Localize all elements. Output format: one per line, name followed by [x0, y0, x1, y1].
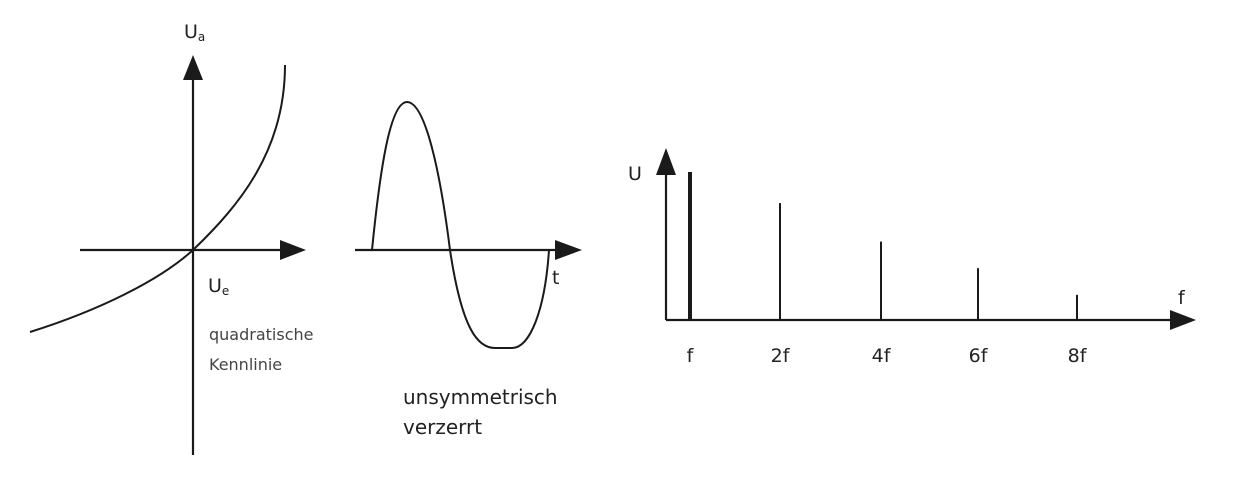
harmonic-label: f [687, 345, 695, 367]
f-axis-arrow [1170, 310, 1196, 330]
u-axis-arrow [656, 148, 676, 175]
wave-caption-line2: verzerrt [403, 415, 482, 439]
waveform-panel: t unsymmetrisch verzerrt [355, 100, 582, 439]
characteristic-panel: Ua Ue quadratische Kennlinie [29, 21, 313, 455]
harmonic-label: 4f [872, 345, 892, 367]
harmonic-label: 6f [969, 345, 989, 367]
caption-line1: quadratische [209, 325, 313, 344]
ua-axis-arrow [183, 55, 203, 80]
ue-label: Ue [208, 275, 229, 298]
ue-axis-arrow [280, 240, 306, 260]
harmonic-label: 8f [1068, 345, 1088, 367]
spectrum-panel: U f f 2f 4f 6f 8f [628, 148, 1196, 367]
f-axis-label: f [1178, 287, 1186, 309]
distorted-wave [371, 100, 550, 349]
ua-label: Ua [184, 21, 205, 44]
caption-line2: Kennlinie [209, 355, 282, 374]
quadratic-curve [29, 64, 286, 333]
t-axis-arrow [555, 240, 582, 260]
harmonic-label: 2f [771, 345, 791, 367]
u-label: U [628, 163, 642, 185]
t-label: t [552, 267, 559, 289]
wave-caption-line1: unsymmetrisch [403, 385, 558, 409]
